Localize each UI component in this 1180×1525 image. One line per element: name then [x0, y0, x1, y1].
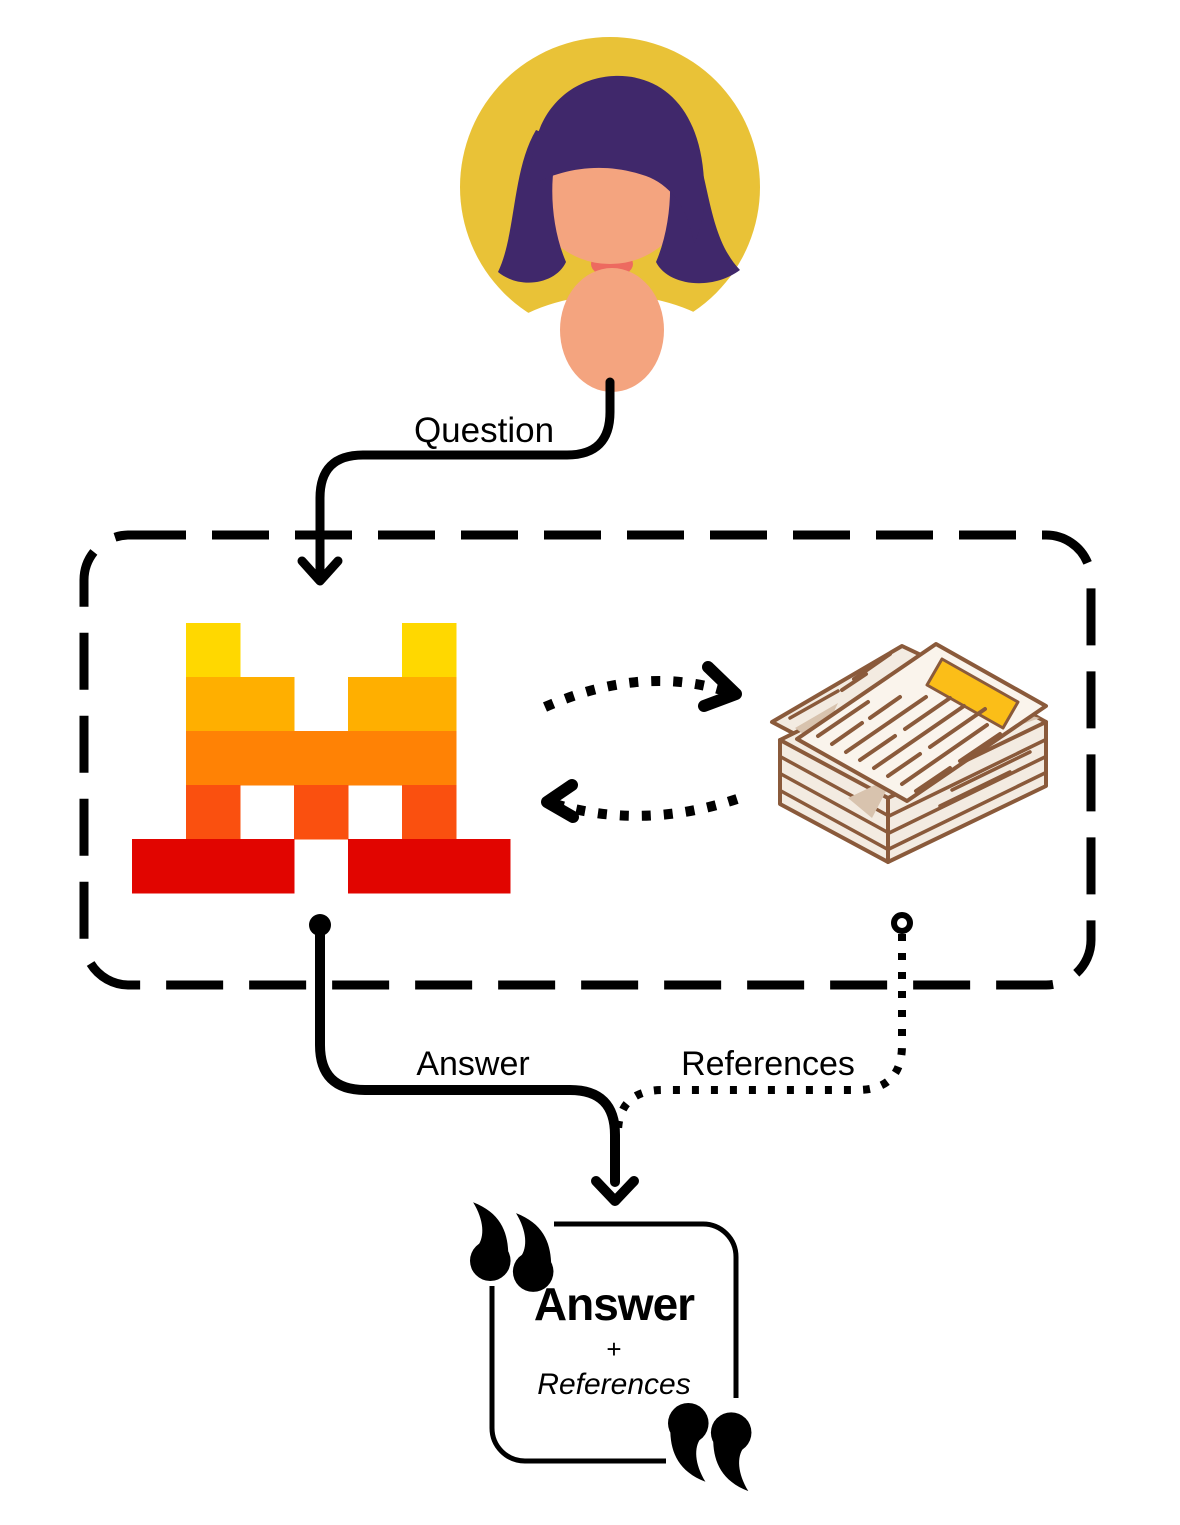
quote-open-icon	[470, 1202, 554, 1292]
logo-block	[186, 677, 295, 732]
documents-stack-icon	[770, 642, 1048, 864]
question-arrow	[297, 377, 615, 586]
logo-block	[186, 785, 241, 840]
logo-block	[348, 839, 511, 894]
card-subtitle: References	[537, 1368, 691, 1401]
question-label: Question	[413, 411, 555, 450]
logo-block	[186, 623, 241, 678]
logo-block	[186, 731, 457, 786]
logo-block	[294, 785, 349, 840]
answer-label: Answer	[416, 1045, 530, 1083]
card-title: Answer	[533, 1278, 695, 1330]
logo-block	[348, 677, 457, 732]
card-plus: +	[606, 1334, 622, 1364]
logo-block	[402, 785, 457, 840]
logo-block	[132, 839, 295, 894]
answer-connector	[309, 914, 620, 1187]
references-label: References	[681, 1045, 855, 1083]
logo-block	[402, 623, 457, 678]
quote-close-icon	[668, 1403, 752, 1492]
retrieval-cycle-arrows	[541, 661, 742, 823]
mistral-logo-icon	[132, 623, 511, 894]
merged-output-arrow	[591, 1176, 639, 1206]
references-connector	[614, 912, 913, 1131]
answer-references-card	[462, 1192, 762, 1498]
system-boundary-box	[79, 530, 1096, 990]
